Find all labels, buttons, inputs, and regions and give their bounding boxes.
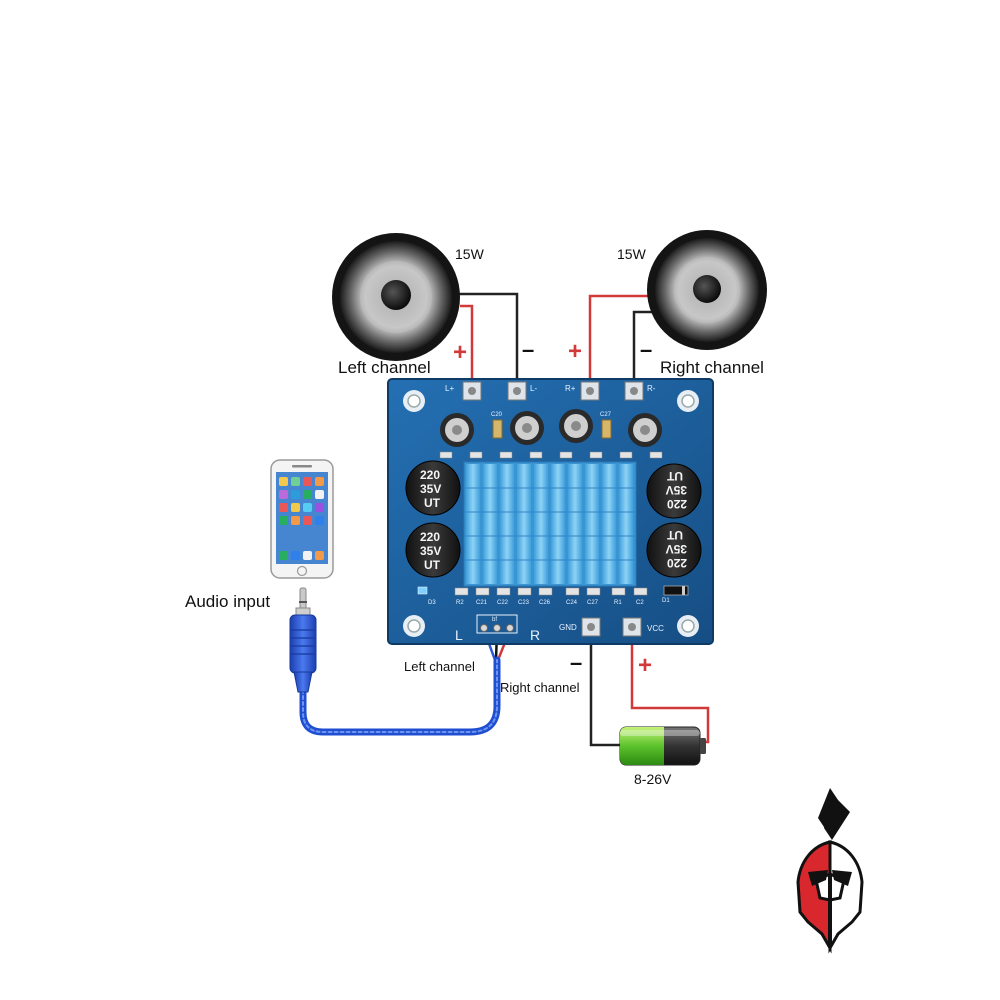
diode xyxy=(663,585,689,596)
audio-input-label: Audio input xyxy=(185,592,270,611)
left-plus-mark: + xyxy=(453,339,467,366)
led-label: D3 xyxy=(428,600,436,606)
svg-text:C23: C23 xyxy=(518,600,530,606)
left-speaker xyxy=(332,233,460,361)
svg-text:35V: 35V xyxy=(666,483,687,497)
header-label: bf xyxy=(492,617,497,623)
svg-text:UT: UT xyxy=(666,528,683,542)
left-minus-wire xyxy=(458,292,519,384)
left-speaker-power: 15W xyxy=(455,246,485,262)
left-plus-wire xyxy=(460,304,474,384)
svg-text:UT: UT xyxy=(666,469,683,483)
battery-voltage: 8-26V xyxy=(634,771,672,787)
cap-left-top: 220 35V UT xyxy=(405,460,461,516)
input-l-label: L xyxy=(455,627,463,643)
svg-text:C27: C27 xyxy=(587,600,599,606)
cap-right-top: 220 35V UT xyxy=(646,463,702,519)
input-header: bf xyxy=(476,614,518,634)
spartan-helmet-logo-icon xyxy=(796,788,864,954)
terminal-r-minus: R- xyxy=(647,384,656,393)
power-terminals xyxy=(581,617,642,637)
right-speaker-power: 15W xyxy=(617,246,647,262)
gnd-minus-mark: – xyxy=(570,650,582,675)
svg-text:220: 220 xyxy=(667,556,687,570)
audio-jack xyxy=(289,587,317,693)
speaker-wires xyxy=(458,292,652,384)
silkscreen-labels: R2 C21 C22 C23 C26 C24 C27 R1 C2 xyxy=(456,600,644,606)
svg-text:220: 220 xyxy=(420,530,440,544)
right-plus-mark: + xyxy=(568,338,582,365)
app-grid xyxy=(279,477,324,560)
right-channel-label: Right channel xyxy=(660,358,764,377)
heatsink xyxy=(463,461,637,587)
smartphone xyxy=(270,459,334,579)
battery xyxy=(619,726,706,766)
input-right-channel-label: Right channel xyxy=(500,680,580,695)
svg-text:C24: C24 xyxy=(566,600,578,606)
svg-text:UT: UT xyxy=(424,496,441,510)
heatsink-fins xyxy=(466,464,633,584)
terminal-l-minus: L- xyxy=(530,384,537,393)
svg-text:C26: C26 xyxy=(539,600,551,606)
right-plus-wire xyxy=(588,294,650,384)
svg-text:35V: 35V xyxy=(666,542,687,556)
mounting-holes xyxy=(403,390,699,637)
svg-text:UT: UT xyxy=(424,558,441,572)
right-minus-mark: – xyxy=(640,337,652,362)
svg-text:220: 220 xyxy=(420,468,440,482)
right-speaker xyxy=(647,230,767,350)
terminal-vcc: VCC xyxy=(647,624,664,633)
terminal-r-plus: R+ xyxy=(565,384,576,393)
input-r-label: R xyxy=(530,627,540,643)
left-minus-mark: – xyxy=(522,337,534,362)
diode-label: D1 xyxy=(662,598,670,604)
cap-right-bottom: 220 35V UT xyxy=(646,522,702,578)
svg-text:35V: 35V xyxy=(420,544,441,558)
gnd-wire xyxy=(589,640,620,747)
output-terminals xyxy=(462,381,644,401)
terminal-gnd: GND xyxy=(559,623,577,632)
home-button-icon xyxy=(296,565,308,577)
svg-text:C21: C21 xyxy=(476,600,488,606)
cap-c27: C27 xyxy=(600,412,612,418)
right-minus-wire xyxy=(632,310,652,384)
svg-text:R2: R2 xyxy=(456,600,464,606)
svg-text:35V: 35V xyxy=(420,482,441,496)
left-channel-label: Left channel xyxy=(338,358,431,377)
cap-c20: C20 xyxy=(491,412,503,418)
amplifier-board: L+ L- R+ R- C20 C27 xyxy=(387,378,714,645)
smd-row-bottom xyxy=(454,587,648,596)
terminal-l-plus: L+ xyxy=(445,384,454,393)
inductors xyxy=(440,409,662,447)
svg-text:C2: C2 xyxy=(636,600,644,606)
svg-text:220: 220 xyxy=(667,497,687,511)
input-left-channel-label: Left channel xyxy=(404,659,475,674)
cap-left-bottom: 220 35V UT xyxy=(405,522,461,578)
led-indicator xyxy=(417,586,428,595)
vcc-plus-mark: + xyxy=(638,652,652,679)
smd-row-top xyxy=(439,451,663,459)
svg-text:C22: C22 xyxy=(497,600,509,606)
svg-text:R1: R1 xyxy=(614,600,622,606)
